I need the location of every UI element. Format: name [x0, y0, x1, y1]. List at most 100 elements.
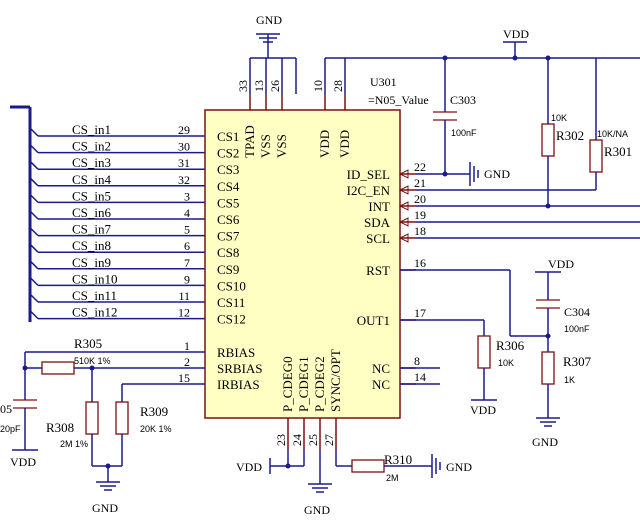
- pin-name: VSS: [258, 134, 273, 158]
- net-label: CS_in12: [72, 305, 118, 320]
- pin-number: 19: [414, 208, 426, 222]
- pin-name: SRBIAS: [217, 361, 263, 376]
- pin-number: 9: [184, 272, 190, 286]
- r302-name: R302: [556, 128, 584, 143]
- junction: [442, 171, 448, 177]
- r301-name: R301: [604, 144, 632, 159]
- pin-name: VDD: [337, 130, 352, 158]
- r307-gnd-label: GND: [532, 435, 558, 449]
- bus-entry: [29, 144, 39, 154]
- pin-name: CS11: [217, 295, 245, 310]
- pin-name: CS1: [217, 129, 239, 144]
- pin-number: 13: [252, 80, 266, 92]
- bus-entry: [29, 210, 39, 220]
- pin-number: 16: [414, 256, 426, 270]
- pin-name: NC: [372, 377, 390, 392]
- pin-number: 2: [184, 355, 190, 369]
- pin-name: CS4: [217, 179, 240, 194]
- r309-value: 20K 1%: [140, 424, 172, 434]
- bus-entry: [29, 243, 39, 253]
- r305-value: 510K 1%: [74, 356, 111, 366]
- pin-name: CS10: [217, 278, 246, 293]
- junction: [285, 463, 291, 469]
- pin-name: CS9: [217, 262, 239, 277]
- pin-number: 29: [178, 123, 190, 137]
- c303-name: C303: [450, 93, 476, 107]
- pin-name: CS3: [217, 162, 239, 177]
- vdd-pcdeg-label: VDD: [236, 460, 262, 474]
- pin-number: 20: [414, 192, 426, 206]
- c305-value: 20pF: [0, 424, 21, 434]
- r302-value: 10K: [551, 113, 567, 123]
- pin-name: ID_SEL: [347, 167, 390, 182]
- junction: [105, 463, 111, 469]
- vdd-c304-label: VDD: [548, 257, 574, 271]
- r301-body: [589, 139, 603, 173]
- r308-body: [85, 401, 99, 435]
- pin-number: 26: [268, 80, 282, 92]
- pin-number: 11: [178, 289, 190, 303]
- vdd-c305-label: VDD: [10, 455, 36, 469]
- pin-number: 31: [178, 156, 190, 170]
- net-label: CS_in4: [72, 172, 112, 187]
- u301-value: =N05_Value: [368, 93, 429, 107]
- pin-number: 3: [184, 189, 190, 203]
- net-label: CS_in3: [72, 155, 111, 170]
- pin-name: CS2: [217, 146, 239, 161]
- junction: [545, 333, 551, 339]
- bus-entry: [29, 260, 39, 270]
- top-gnd-label: GND: [256, 13, 282, 27]
- pin-name: VDD: [317, 130, 332, 158]
- junction: [512, 55, 518, 61]
- r302-body: [541, 123, 555, 157]
- r306-value: 10K: [498, 358, 514, 368]
- pin-name: NC: [372, 361, 390, 376]
- pin-number: 7: [184, 256, 190, 270]
- input-arrow: [398, 233, 409, 243]
- bias-gnd-label: GND: [92, 501, 118, 515]
- pin-number: 10: [311, 80, 325, 92]
- vdd-r306-label: VDD: [470, 403, 496, 417]
- pin-number: 28: [331, 80, 345, 92]
- pin-number: 17: [414, 306, 426, 320]
- r306-body: [477, 335, 491, 369]
- input-arrow: [398, 217, 409, 227]
- bus-entry: [29, 310, 39, 320]
- net-label: CS_in7: [72, 222, 112, 237]
- r309-body: [115, 401, 129, 435]
- pin-name: TPAD: [242, 125, 257, 158]
- c303-value: 100nF: [451, 128, 477, 138]
- pin-number: 32: [178, 173, 190, 187]
- pin-number: 12: [178, 306, 190, 320]
- pin-number: 8: [414, 354, 420, 368]
- pin-name: P_CDEG2: [312, 356, 327, 412]
- pin-number: 25: [306, 434, 320, 446]
- r307-body: [541, 351, 555, 385]
- pin-number: 24: [290, 434, 304, 446]
- bus-entry: [29, 127, 39, 137]
- pin-name: P_CDEG1: [296, 356, 311, 412]
- pin-name: CS7: [217, 229, 240, 244]
- r310-name: R310: [384, 452, 412, 467]
- net-label: CS_in2: [72, 139, 111, 154]
- net-label: CS_in6: [72, 205, 112, 220]
- net-label: CS_in8: [72, 238, 111, 253]
- cs-wires: [38, 135, 205, 320]
- idsel-gnd-label: GND: [484, 167, 510, 181]
- pcdeg2-gnd-label: GND: [304, 503, 330, 517]
- pin-number: 1: [184, 339, 190, 353]
- pin-number: 27: [322, 434, 336, 446]
- pin-name: SDA: [364, 215, 391, 230]
- u301-designator: U301: [370, 75, 397, 89]
- net-label: CS_in11: [72, 288, 117, 303]
- pin-number: 22: [414, 160, 426, 174]
- bus-entries: [29, 127, 39, 320]
- r301-value: 10K/NA: [597, 129, 628, 139]
- pin-number: 4: [184, 206, 190, 220]
- pin-number: 15: [178, 371, 190, 385]
- pin-name: VSS: [274, 134, 289, 158]
- pin-number: 23: [274, 434, 288, 446]
